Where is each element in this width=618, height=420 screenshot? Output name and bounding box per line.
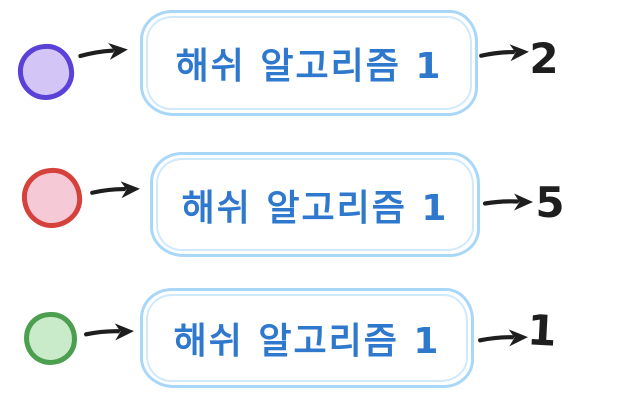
hash-algorithm-box: 해쉬 알고리즘 1 bbox=[150, 152, 480, 257]
green-circle bbox=[22, 310, 79, 367]
hash-output-value: 5 bbox=[535, 178, 565, 227]
hash-algorithm-label: 해쉬 알고리즘 1 bbox=[173, 321, 441, 362]
arrow-right-icon bbox=[483, 193, 533, 211]
arrow-right-icon bbox=[90, 181, 140, 199]
hash-output-value: 2 bbox=[529, 34, 559, 83]
hash-output-value: 1 bbox=[526, 305, 558, 356]
hash-algorithm-label: 해쉬 알고리즘 1 bbox=[175, 46, 443, 87]
arrow-right-icon bbox=[479, 44, 529, 62]
arrow-right-icon bbox=[477, 329, 528, 347]
hash-algorithm-box: 해쉬 알고리즘 1 bbox=[140, 288, 474, 388]
purple-circle bbox=[15, 41, 77, 103]
hash-algorithm-box: 해쉬 알고리즘 1 bbox=[140, 10, 478, 116]
arrow-right-icon bbox=[78, 43, 128, 60]
arrow-right-icon bbox=[83, 323, 134, 341]
hash-algorithm-label: 해쉬 알고리즘 1 bbox=[181, 187, 449, 229]
red-circle bbox=[19, 165, 85, 231]
